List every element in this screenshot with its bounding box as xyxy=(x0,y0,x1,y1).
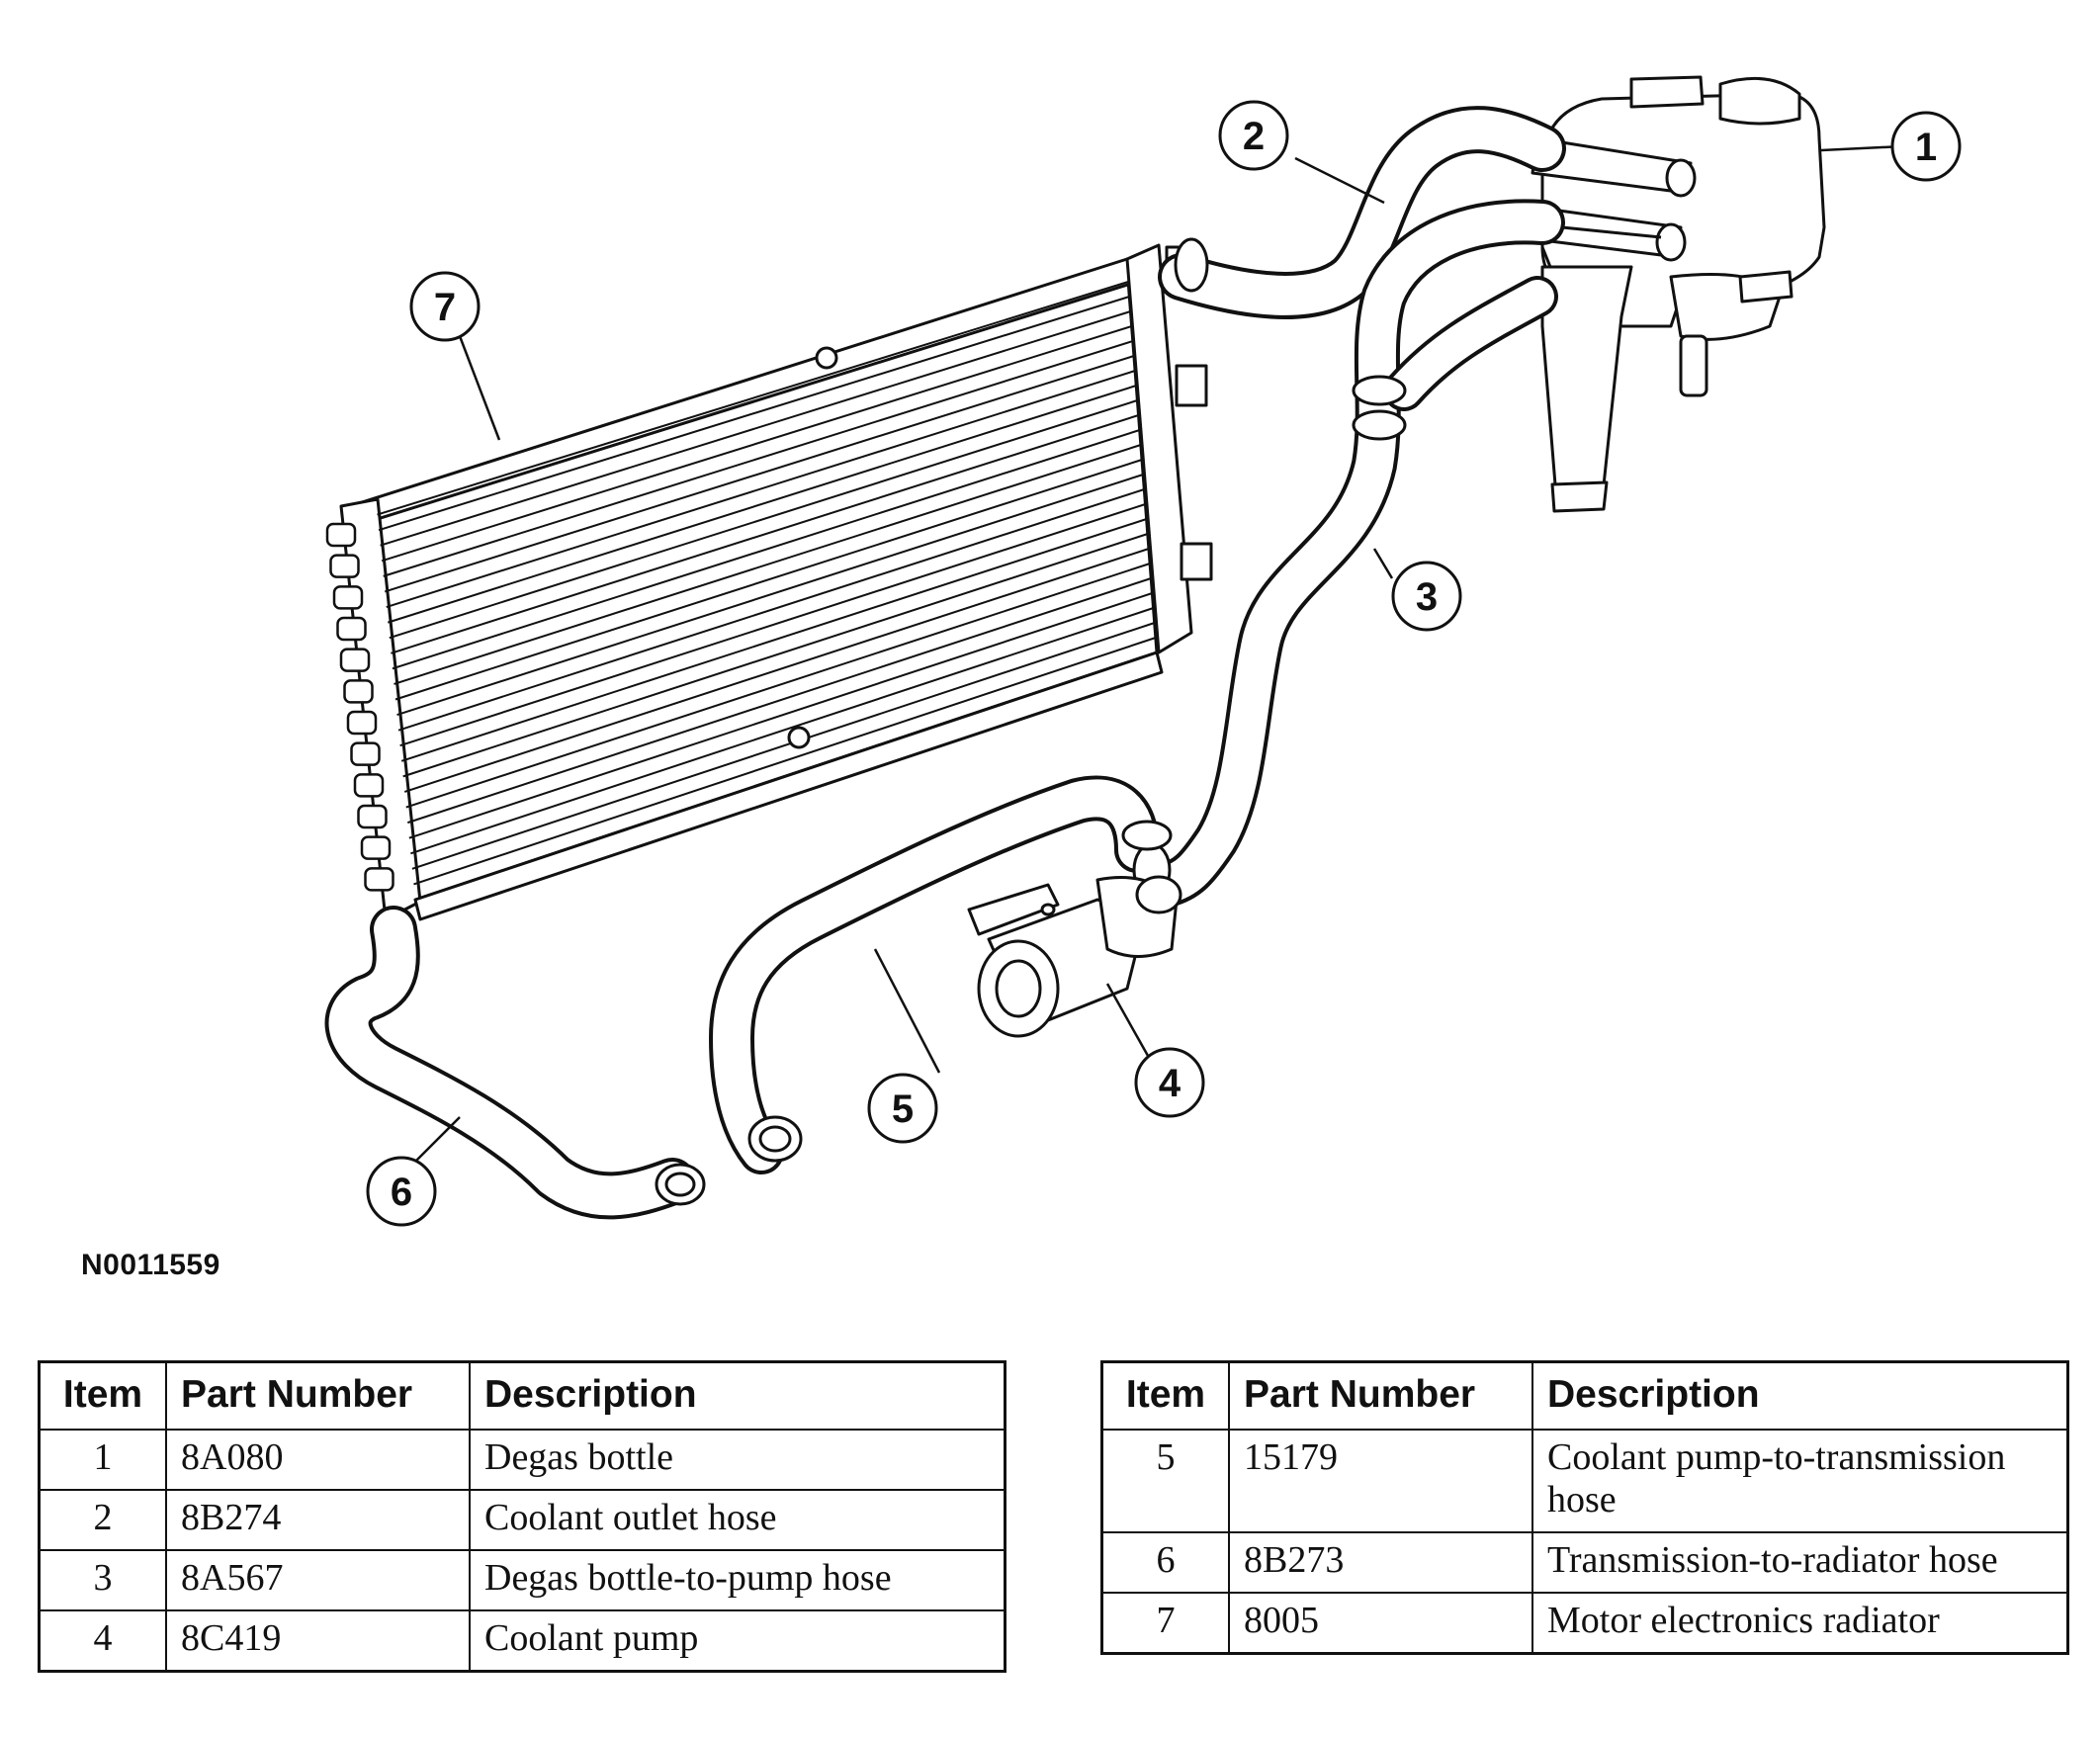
cell-description: Motor electronics radiator xyxy=(1531,1592,2069,1655)
callout-label: 2 xyxy=(1243,115,1265,158)
cell-part-number: 8B274 xyxy=(165,1489,471,1551)
callout-label: 1 xyxy=(1915,126,1937,169)
cell-item: 2 xyxy=(38,1489,167,1551)
cell-part-number: 8B273 xyxy=(1228,1531,1533,1594)
cell-item: 1 xyxy=(38,1429,167,1491)
coolant-pump xyxy=(967,875,1182,1038)
cell-description: Coolant outlet hose xyxy=(469,1489,1006,1551)
header-part-number: Part Number xyxy=(165,1360,471,1431)
cell-item: 6 xyxy=(1100,1531,1230,1594)
callout-label: 5 xyxy=(892,1087,914,1131)
callout-3: 3 xyxy=(1391,561,1462,632)
cell-item: 7 xyxy=(1100,1592,1230,1655)
cell-description: Coolant pump xyxy=(469,1609,1006,1673)
header-description: Description xyxy=(1531,1360,2069,1431)
header-description: Description xyxy=(469,1360,1006,1431)
cell-part-number: 15179 xyxy=(1228,1429,1533,1533)
callout-label: 6 xyxy=(391,1171,412,1214)
cell-part-number: 8005 xyxy=(1228,1592,1533,1655)
callout-1: 1 xyxy=(1890,111,1962,182)
motor-electronics-radiator xyxy=(325,243,1213,921)
header-item: Item xyxy=(1100,1360,1230,1431)
figure-id: N0011559 xyxy=(81,1249,220,1281)
cell-item: 4 xyxy=(38,1609,167,1673)
cell-part-number: 8A567 xyxy=(165,1549,471,1611)
cell-description: Degas bottle xyxy=(469,1429,1006,1491)
callout-label: 3 xyxy=(1416,575,1438,619)
cell-description: Coolant pump-to-transmission hose xyxy=(1531,1429,2069,1533)
cell-part-number: 8C419 xyxy=(165,1609,471,1673)
coolant-system-diagram: 1 2 3 4 5 6 7 xyxy=(324,75,1962,1227)
callout-2: 2 xyxy=(1218,100,1289,171)
callout-label: 4 xyxy=(1159,1062,1181,1105)
cell-description: Transmission-to-radiator hose xyxy=(1531,1531,2069,1594)
callout-4: 4 xyxy=(1134,1047,1205,1118)
cell-description: Degas bottle-to-pump hose xyxy=(469,1549,1006,1611)
header-part-number: Part Number xyxy=(1228,1360,1533,1431)
callout-6: 6 xyxy=(366,1156,437,1227)
table-header-row: Item Part Number Description xyxy=(1100,1360,2069,1431)
cell-part-number: 8A080 xyxy=(165,1429,471,1491)
callout-5: 5 xyxy=(867,1073,938,1144)
callout-7: 7 xyxy=(409,271,481,342)
table-header-row: Item Part Number Description xyxy=(38,1360,1006,1431)
callout-label: 7 xyxy=(434,286,456,329)
cell-item: 5 xyxy=(1100,1429,1230,1533)
header-item: Item xyxy=(38,1360,167,1431)
cell-item: 3 xyxy=(38,1549,167,1611)
degas-bottle xyxy=(1531,75,1826,513)
